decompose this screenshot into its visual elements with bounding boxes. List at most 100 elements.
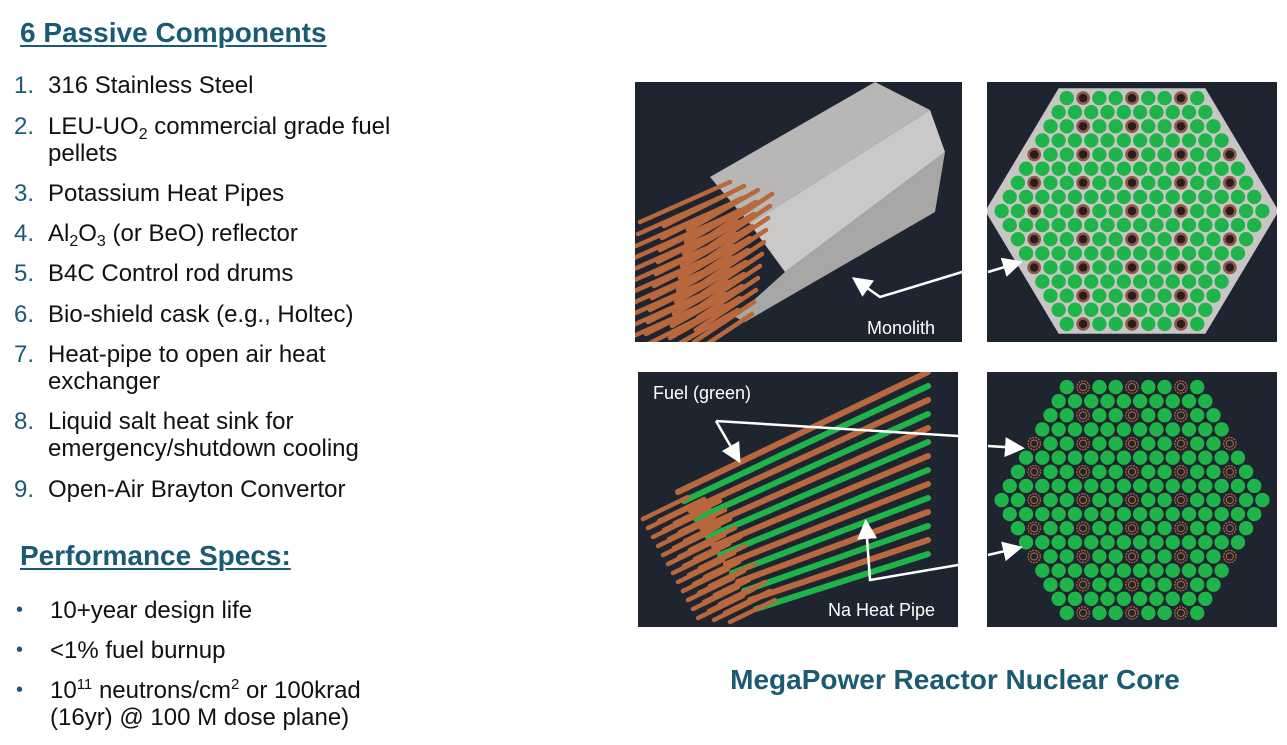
heat-pipe	[1076, 408, 1090, 423]
fuel-pin	[1051, 105, 1066, 120]
fuel-pin	[1108, 549, 1123, 564]
fuel-pin	[1043, 521, 1058, 536]
fuel-pin	[1230, 189, 1246, 205]
fuel-pin	[1035, 478, 1050, 494]
fuel-pin	[1214, 422, 1229, 437]
heat-pipe-rod	[703, 227, 769, 273]
fuel-pin	[1084, 506, 1099, 522]
fuel-pin	[1035, 133, 1050, 148]
heat-pipe-core	[1225, 234, 1235, 244]
heat-pipe	[1174, 408, 1188, 423]
fuel-pin	[1206, 408, 1221, 423]
fuel-pin	[1141, 605, 1156, 621]
fuel-pin	[1157, 549, 1172, 564]
heat-pipe	[1223, 436, 1237, 451]
fuel-pin	[1181, 535, 1197, 550]
heat-pipe-core	[1127, 178, 1137, 188]
fuel-pin	[1157, 605, 1172, 621]
fuel-pin	[1051, 161, 1066, 176]
fuel-pin	[1141, 464, 1156, 479]
heat-pipe	[1076, 577, 1090, 592]
fuel-pin	[1230, 450, 1246, 465]
heat-pipe-core	[1079, 439, 1088, 448]
heat-pipe-core	[1225, 439, 1234, 448]
fuel-pin	[1108, 90, 1123, 106]
fuel-pin	[1238, 203, 1254, 219]
list-item: 9.Open-Air Brayton Convertor	[14, 476, 438, 503]
fuel-pin	[1051, 478, 1066, 494]
heat-pipe-end	[660, 530, 711, 558]
fuel-pin	[1084, 450, 1099, 465]
fuel-pin	[1157, 316, 1172, 332]
heat-pipe-end	[650, 512, 701, 540]
fuel-pin	[1092, 203, 1107, 219]
fuel-pin	[1043, 464, 1058, 479]
item-number: 9.	[14, 476, 35, 503]
fuel-pin	[1067, 506, 1083, 522]
fuel-pin	[1206, 175, 1221, 190]
bullet-icon: •	[16, 679, 24, 701]
fuel-pin	[1141, 260, 1156, 275]
rod	[711, 453, 931, 549]
fuel-pin	[1067, 422, 1083, 437]
heat-pipe	[1076, 436, 1090, 451]
heat-pipe-core	[1225, 495, 1234, 505]
fuel-pin	[1214, 535, 1229, 550]
text-part: Al	[48, 220, 70, 247]
fuel-pin	[1165, 450, 1180, 465]
fuel-pin	[1100, 189, 1115, 205]
fuel-pin	[1067, 535, 1083, 550]
fuel-pin	[1051, 563, 1066, 578]
heat-pipe-end	[711, 595, 762, 623]
fuel-pin	[1238, 492, 1254, 508]
fuel-pin	[1092, 605, 1107, 621]
item-text: Al2O3 (or BeO) reflector	[48, 220, 438, 250]
rod	[699, 425, 931, 531]
heat-pipe	[1125, 380, 1139, 394]
fuel-pin	[1181, 246, 1197, 261]
fuel-pin	[1043, 119, 1058, 134]
fuel-pin	[1116, 246, 1132, 261]
fuel-pin	[1100, 161, 1115, 176]
fuel-pin	[1157, 90, 1172, 106]
fuel-pin	[1084, 591, 1099, 606]
fuel-pin	[1165, 302, 1180, 317]
fuel-pin	[1141, 436, 1156, 451]
fuel-pin	[1149, 189, 1164, 205]
fuel-pin	[1157, 260, 1172, 275]
fuel-pin	[1214, 133, 1229, 148]
fuel-pin	[1214, 217, 1229, 233]
fuel-pin	[1132, 506, 1148, 522]
fuel-pin	[1035, 506, 1050, 522]
fuel-pin	[1067, 133, 1083, 148]
fuel-pin	[1043, 577, 1058, 592]
fuel-pin	[1132, 189, 1148, 205]
fuel-pin	[1214, 478, 1229, 494]
heat-pipe-core	[1029, 263, 1039, 272]
fuel-pin	[1092, 175, 1107, 190]
fuel-pin	[1092, 260, 1107, 275]
heat-pipe-core	[1176, 206, 1186, 216]
fuel-pin	[1206, 147, 1221, 162]
fuel-pin	[1206, 288, 1221, 303]
heat-pipe-core	[1030, 439, 1039, 448]
fuel-pin	[1190, 521, 1205, 536]
fuel-pin	[994, 203, 1009, 219]
fuel-pin	[1092, 147, 1107, 162]
fuel-pin	[1116, 478, 1132, 494]
heat-pipe	[1125, 521, 1139, 536]
fuel-pin	[1043, 260, 1058, 275]
fuel-pin	[1132, 133, 1148, 148]
heat-pipe-rod	[635, 263, 719, 305]
heat-pipe-end	[675, 557, 726, 585]
rod	[717, 467, 931, 558]
heat-pipe-core	[1029, 206, 1039, 216]
fuel-pin	[1149, 394, 1164, 409]
label-fuel: Fuel (green)	[653, 383, 752, 403]
fuel-pin	[1043, 147, 1058, 162]
fuel-pin	[1190, 288, 1205, 303]
heat-pipe-core	[1127, 524, 1137, 533]
item-text: Bio-shield cask (e.g., Holtec)	[48, 301, 354, 328]
fuel-pin	[1198, 591, 1213, 606]
text-part: (or BeO) reflector	[105, 220, 298, 247]
